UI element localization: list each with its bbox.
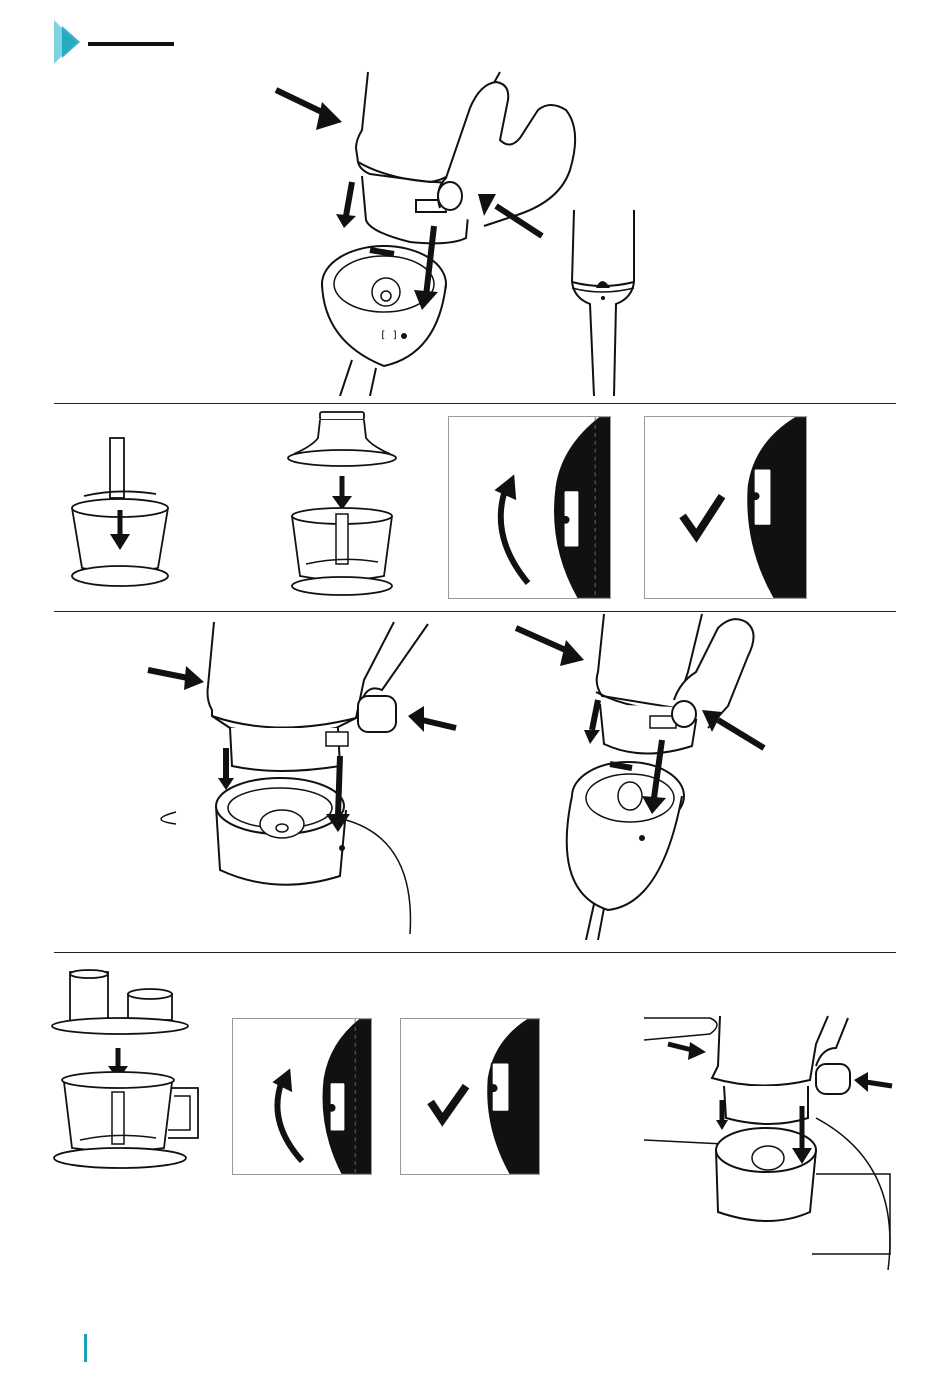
step-rotate-lock (448, 416, 611, 599)
brand-logo-icon (54, 20, 84, 64)
step-attach-motor-processor-bowl (640, 1014, 896, 1270)
step-fit-processor-lid (48, 968, 204, 1174)
header-rule (88, 42, 174, 46)
step-fit-lid (282, 410, 402, 600)
step-locked-check (644, 416, 807, 599)
step-insert-blade (66, 436, 174, 592)
page-marker (84, 1334, 87, 1362)
step-attach-motor-chopper: [ ] (270, 70, 610, 396)
step-locked-check-2 (400, 1018, 540, 1175)
step-assembled-handle (566, 208, 640, 396)
svg-text:[ ]: [ ] (380, 330, 398, 341)
step-rotate-lock-2 (232, 1018, 372, 1175)
row-divider-1 (54, 403, 896, 404)
step-attach-motor-processor (146, 620, 458, 934)
step-attach-motor-chopper-2 (512, 612, 778, 940)
row-divider-3 (54, 952, 896, 953)
